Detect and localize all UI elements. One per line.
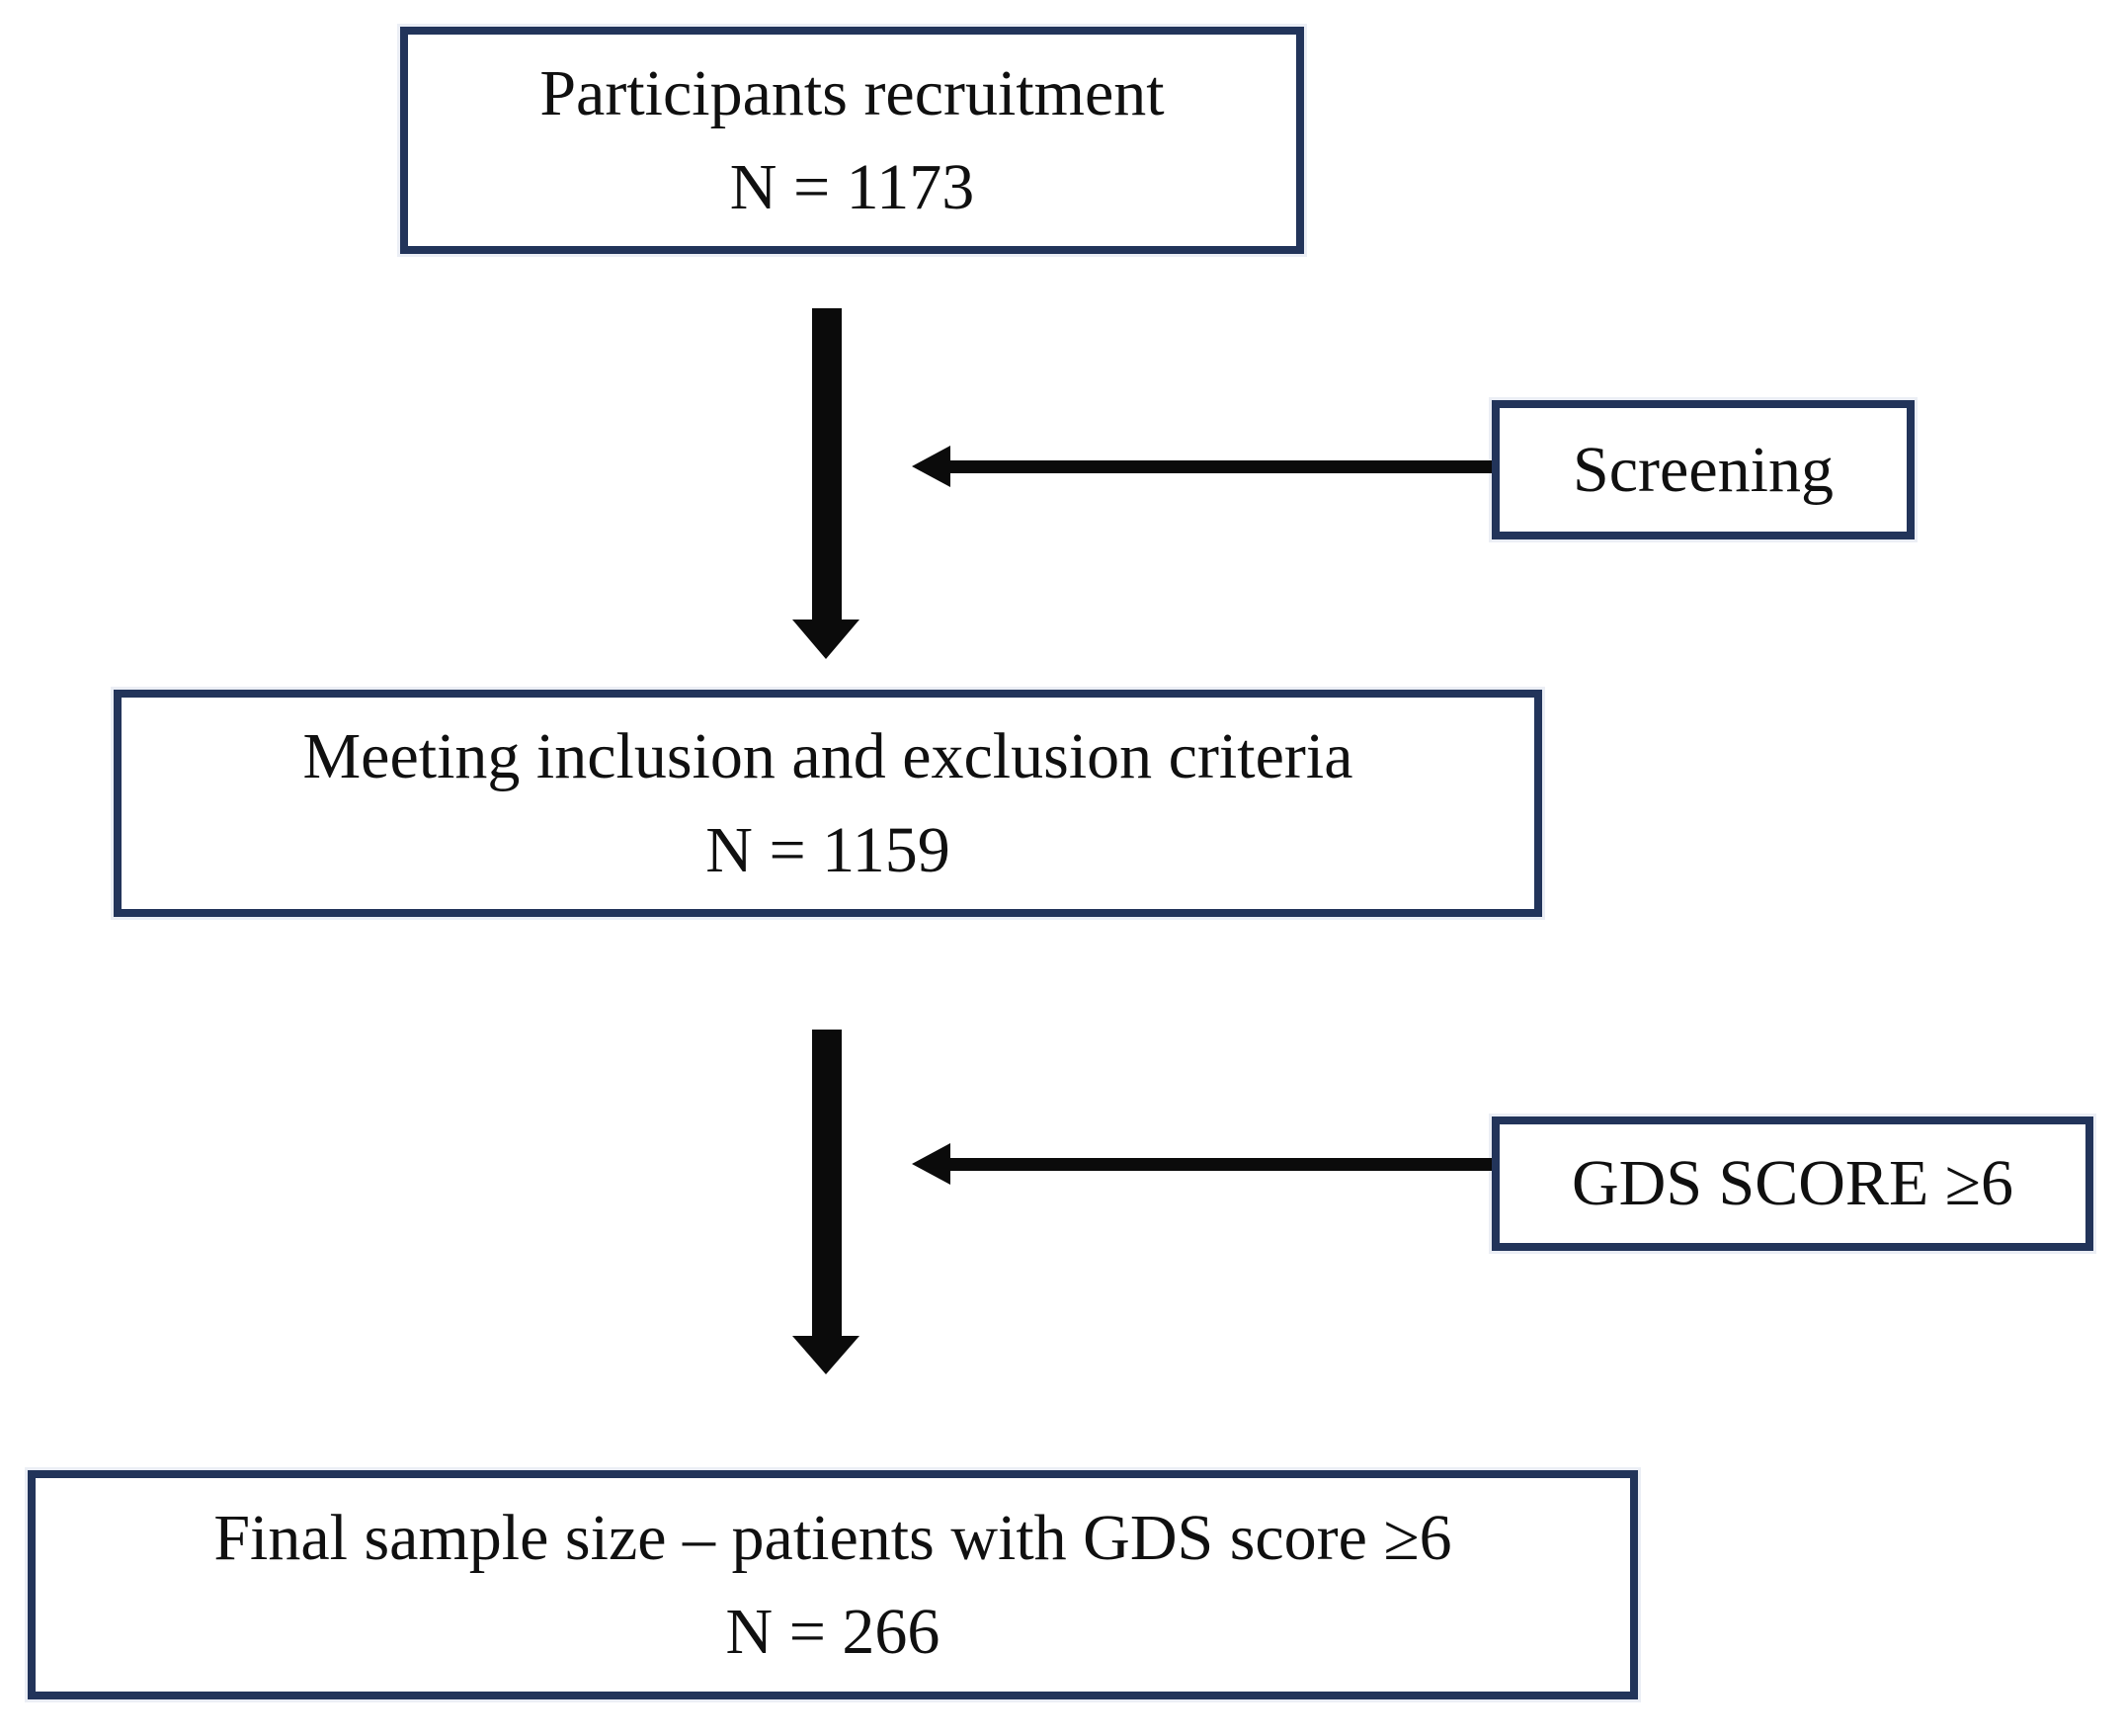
box-title: Final sample size – patients with GDS sc… xyxy=(213,1501,1452,1574)
down-arrow-recruitment-to-criteria xyxy=(792,308,859,659)
left-arrow-screening xyxy=(912,446,1492,487)
box-count: N = 1173 xyxy=(729,151,975,223)
box-title: Meeting inclusion and exclusion criteria xyxy=(302,719,1353,792)
box-criteria: Meeting inclusion and exclusion criteria… xyxy=(114,690,1542,917)
box-title: Participants recruitment xyxy=(539,56,1165,129)
box-count: N = 1159 xyxy=(705,814,950,886)
box-screening: Screening xyxy=(1492,400,1915,539)
box-title: GDS SCORE ≥6 xyxy=(1572,1147,2013,1220)
box-title: Screening xyxy=(1573,433,1834,506)
box-count: N = 266 xyxy=(725,1596,940,1668)
down-arrow-criteria-to-final xyxy=(792,1030,859,1374)
box-participants-recruitment: Participants recruitment N = 1173 xyxy=(400,27,1304,254)
box-final-sample: Final sample size – patients with GDS sc… xyxy=(28,1470,1638,1699)
box-gds-score: GDS SCORE ≥6 xyxy=(1492,1116,2093,1251)
left-arrow-gds-score xyxy=(912,1143,1492,1185)
